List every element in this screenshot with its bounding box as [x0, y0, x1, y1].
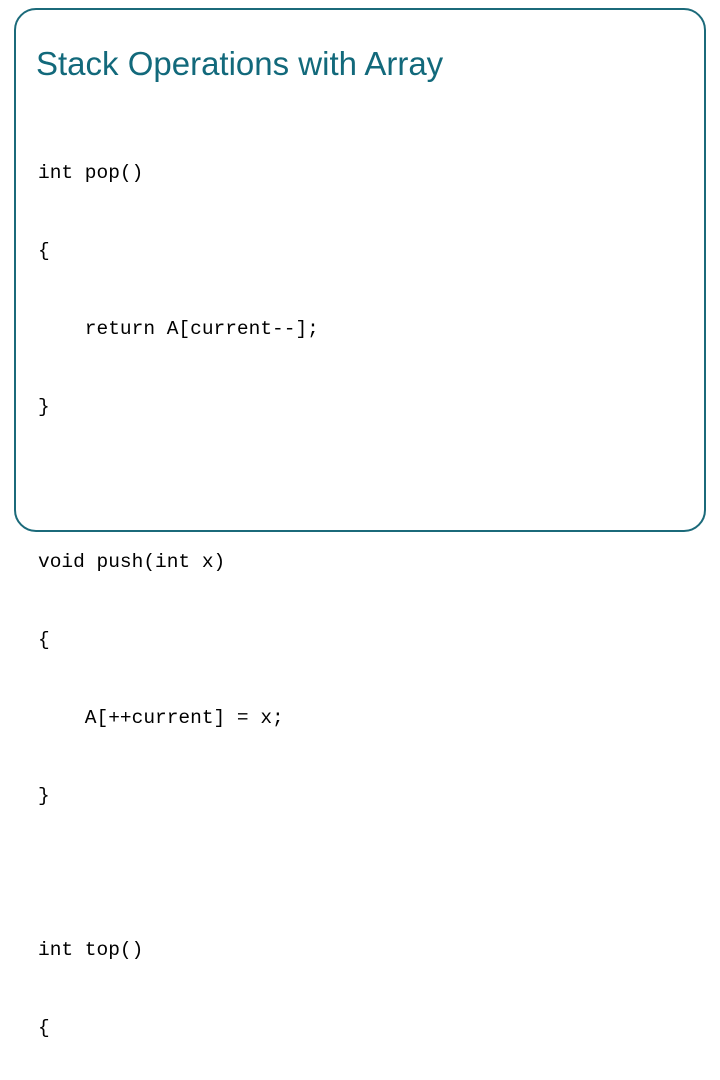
page-title: Stack Operations with Array	[36, 45, 444, 82]
code-block-push: void push(int x) { A[++current] = x; }	[38, 497, 678, 861]
code-line: return A[current--];	[38, 318, 319, 340]
code-line: int pop()	[38, 162, 144, 184]
code-line: }	[38, 785, 50, 807]
code-line: {	[38, 629, 50, 651]
code-line: {	[38, 1017, 50, 1039]
slide: Stack Operations with Array int pop() { …	[14, 8, 706, 1039]
code-line: }	[38, 396, 50, 418]
code-block-top: int top() { return A[current]; }	[38, 885, 678, 1080]
code-line: void push(int x)	[38, 551, 226, 573]
code-block-pop: int pop() { return A[current--]; }	[38, 108, 678, 472]
slide-body: int pop() { return A[current--]; } void …	[38, 108, 678, 1080]
code-line: int top()	[38, 939, 144, 961]
code-line: {	[38, 240, 50, 262]
code-line: A[++current] = x;	[38, 707, 284, 729]
